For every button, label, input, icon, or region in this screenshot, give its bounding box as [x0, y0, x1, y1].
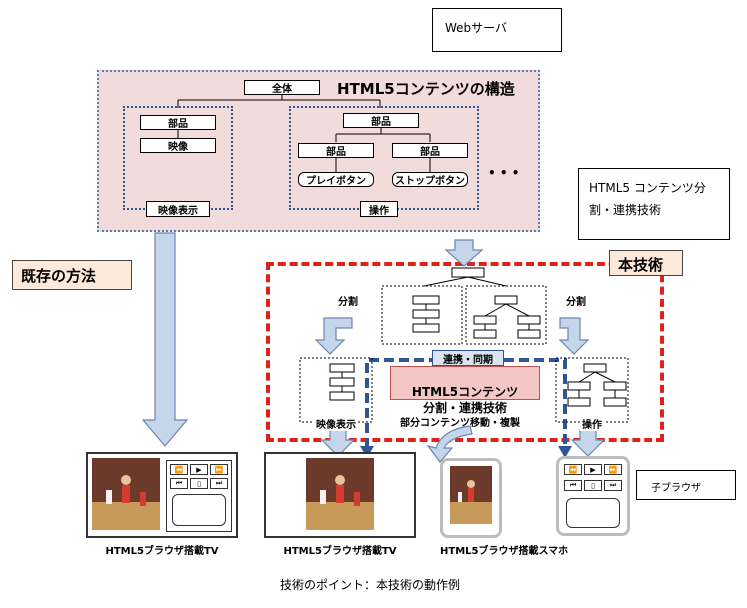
- stop-icon-2[interactable]: ▯: [584, 480, 602, 491]
- rewind-icon[interactable]: ⏪: [170, 464, 188, 475]
- node-buhin-stop: 部品: [392, 143, 468, 158]
- tv-1-video-screen: [92, 458, 160, 530]
- node-play-button: プレイボタン: [298, 172, 374, 187]
- operation-label: 操作: [360, 201, 398, 217]
- partial-content-move-label: 部分コンテンツ移動・複製: [400, 418, 520, 429]
- previous-icon[interactable]: ⏮: [170, 478, 188, 489]
- node-eizou: 映像: [140, 138, 216, 153]
- fast-forward-icon[interactable]: ⏩: [210, 464, 228, 475]
- next-icon-2[interactable]: ⏭: [604, 480, 622, 491]
- rewind-icon-2[interactable]: ⏪: [564, 464, 582, 475]
- this-technology-label: 本技術: [609, 250, 683, 276]
- basketball-photo-1: [92, 458, 160, 530]
- play-icon[interactable]: ▶: [190, 464, 208, 475]
- split-link-tech-note: HTML5 コンテンツ分割・連携技術: [578, 168, 730, 240]
- tv-1-caption: HTML5ブラウザ搭載TV: [105, 546, 219, 557]
- split-link-tech-note-text: HTML5 コンテンツ分割・連携技術: [589, 181, 706, 217]
- next-icon[interactable]: ⏭: [210, 478, 228, 489]
- video-display-label-2: 映像表示: [314, 416, 358, 431]
- tv-2-caption: HTML5ブラウザ搭載TV: [283, 546, 397, 557]
- ellipsis: • • •: [488, 166, 520, 180]
- video-display-label: 映像表示: [146, 201, 210, 217]
- split-link-tech-center-text: HTML5コンテンツ 分割・連携技術: [411, 385, 519, 415]
- stop-icon[interactable]: ▯: [190, 478, 208, 489]
- node-stop-button: ストップボタン: [392, 172, 468, 187]
- previous-icon-2[interactable]: ⏮: [564, 480, 582, 491]
- content-structure-title: HTML5コンテンツの構造: [337, 80, 515, 98]
- basketball-photo-2: [306, 458, 374, 530]
- smartphone-caption: HTML5ブラウザ搭載スマホ: [440, 546, 569, 557]
- footer-caption: 技術のポイント：本技術の動作例: [280, 578, 461, 592]
- node-buhin-ops: 部品: [343, 113, 419, 128]
- operation-label-2: 操作: [580, 416, 604, 431]
- link-sync-label: 連携・同期: [432, 350, 504, 366]
- existing-method-label: 既存の方法: [12, 260, 132, 290]
- split-label-right: 分割: [566, 297, 586, 308]
- basketball-photo-3: [450, 466, 492, 524]
- child-browser-info-area: [566, 498, 620, 528]
- play-icon-2[interactable]: ▶: [584, 464, 602, 475]
- smartphone-video-screen: [450, 466, 492, 524]
- child-browser-label: 子ブラウザ: [636, 470, 736, 500]
- split-label-left: 分割: [338, 297, 358, 308]
- fast-forward-icon-2[interactable]: ⏩: [604, 464, 622, 475]
- split-link-tech-center-box: HTML5コンテンツ 分割・連携技術: [390, 366, 540, 415]
- node-buhin-play: 部品: [298, 143, 374, 158]
- web-server-box: Webサーバ: [432, 8, 562, 52]
- tv-2-video-screen: [306, 458, 374, 530]
- node-zentai: 全体: [244, 80, 320, 95]
- web-server-label: Webサーバ: [445, 21, 508, 35]
- node-buhin-video: 部品: [140, 115, 216, 130]
- tv-1-info-area: [172, 494, 226, 526]
